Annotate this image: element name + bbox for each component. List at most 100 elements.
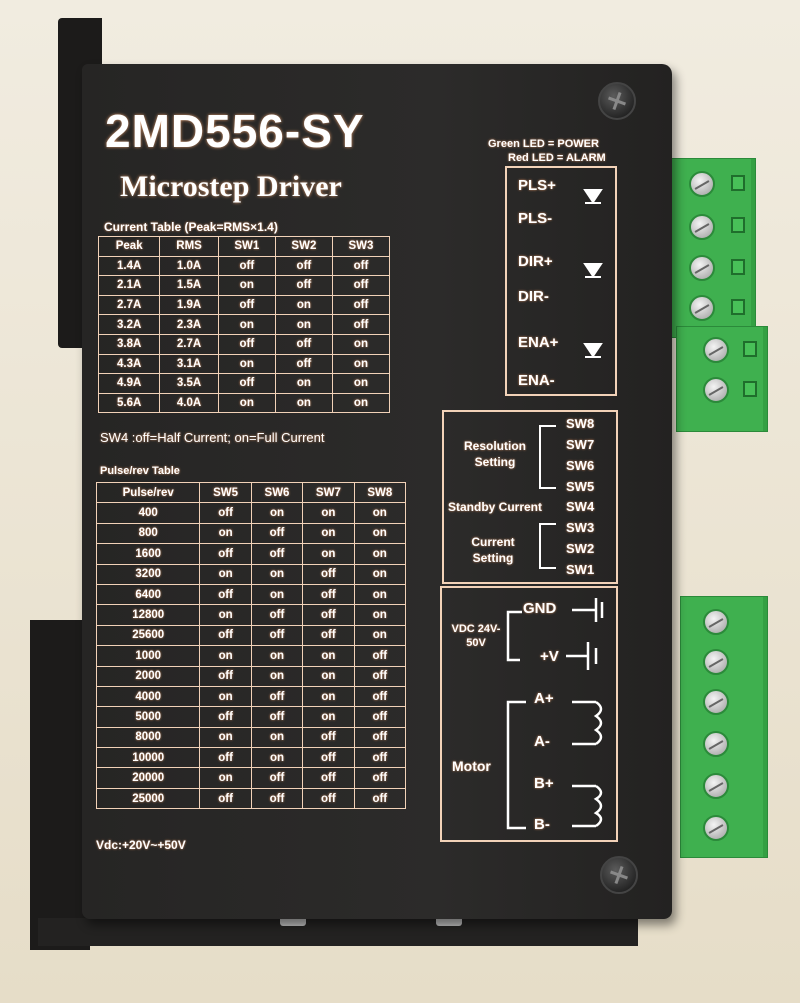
table-cell: off	[250, 543, 304, 565]
table-cell: on	[353, 604, 407, 626]
table-cell: 800	[95, 522, 201, 545]
dip-switch-panel	[442, 410, 618, 584]
table-cell: 2.3A	[159, 314, 219, 335]
table-cell: on	[302, 645, 355, 667]
table-cell: off	[217, 294, 276, 316]
table-cell: on	[302, 502, 355, 524]
vdc-note: Vdc:+20V~+50V	[96, 838, 186, 852]
table-cell: on	[250, 583, 304, 606]
power-motor-terminal-block	[680, 596, 768, 858]
table-cell: off	[331, 314, 391, 335]
table-cell: off	[250, 685, 304, 708]
table-header-cell: RMS	[159, 236, 219, 257]
table-cell: off	[250, 604, 304, 626]
table-cell: off	[302, 747, 355, 769]
table-cell: 12800	[95, 604, 201, 626]
table-cell: off	[217, 255, 276, 277]
terminal-hole	[731, 175, 745, 191]
table-cell: 4.9A	[97, 373, 161, 394]
table-cell: 3.8A	[97, 333, 161, 355]
table-cell: on	[274, 392, 333, 414]
table-cell: off	[302, 787, 355, 810]
table-cell: on	[274, 373, 333, 394]
terminal-screw	[689, 255, 715, 281]
table-cell: on	[250, 665, 304, 687]
table-cell: off	[199, 583, 252, 606]
table-cell: off	[199, 502, 252, 524]
table-cell: 2.7A	[97, 294, 161, 316]
table-cell: on	[199, 726, 252, 749]
table-cell: 1.9A	[159, 294, 219, 316]
pulse-table-title: Pulse/rev Table	[100, 465, 180, 477]
table-cell: on	[199, 522, 252, 545]
table-cell: off	[302, 726, 355, 749]
table-cell: on	[250, 645, 304, 667]
table-cell: 3.2A	[97, 314, 161, 335]
terminal-screw	[703, 649, 729, 675]
table-cell: off	[353, 645, 407, 667]
table-cell: off	[274, 255, 333, 277]
terminal-screw	[703, 731, 729, 757]
product-subtitle: Microstep Driver	[120, 170, 342, 203]
signal-label: ENA+	[518, 334, 559, 351]
led-diode-icon	[583, 263, 603, 278]
table-cell: off	[250, 706, 304, 728]
terminal-screw	[703, 773, 729, 799]
motor-pin-label: B-	[534, 816, 550, 833]
table-cell: 1600	[95, 543, 201, 565]
signal-input-panel	[505, 166, 617, 396]
dip-switch-label: SW3	[566, 520, 595, 535]
dip-switch-label: SW4	[566, 499, 595, 514]
vdc-label: VDC 24V-50V	[451, 623, 501, 649]
table-cell: off	[250, 624, 304, 647]
terminal-screw	[703, 815, 729, 841]
table-cell: off	[302, 624, 355, 647]
base-plate	[38, 918, 638, 946]
sw4-note: SW4 :off=Half Current; on=Full Current	[100, 430, 325, 445]
current-setting-label: Current Setting	[471, 535, 515, 565]
table-cell: on	[217, 275, 276, 296]
table-cell: on	[353, 563, 407, 585]
motor-pin-label: B+	[534, 775, 554, 792]
motor-pin-label: A+	[534, 690, 554, 707]
table-cell: on	[274, 294, 333, 316]
table-cell: 1.4A	[97, 255, 161, 277]
table-header-cell: SW1	[217, 236, 276, 257]
led-diode-icon	[583, 189, 603, 204]
table-cell: 4000	[95, 685, 201, 708]
table-cell: on	[250, 726, 304, 749]
resolution-setting-label: Resolution Setting	[464, 439, 526, 469]
dip-switch-label: SW1	[566, 562, 595, 577]
led-red-label: Red LED = ALARM	[508, 152, 606, 164]
signal-label: PLS-	[518, 210, 553, 227]
table-cell: 20000	[95, 767, 201, 789]
table-cell: off	[199, 747, 252, 769]
mounting-flange-bottom	[30, 620, 90, 950]
current-table-title: Current Table (Peak=RMS×1.4)	[104, 220, 278, 234]
table-cell: on	[199, 645, 252, 667]
signal-label: PLS+	[518, 177, 556, 194]
table-cell: on	[250, 747, 304, 769]
table-cell: off	[331, 255, 391, 277]
terminal-screw	[689, 295, 715, 321]
table-cell: 3.5A	[159, 373, 219, 394]
table-cell: on	[353, 543, 407, 565]
terminal-hole	[743, 341, 757, 357]
table-cell: 5000	[95, 706, 201, 728]
table-cell: off	[353, 685, 407, 708]
terminal-hole	[743, 381, 757, 397]
signal-terminal-block	[668, 158, 756, 338]
table-cell: off	[250, 787, 304, 810]
table-cell: off	[199, 665, 252, 687]
